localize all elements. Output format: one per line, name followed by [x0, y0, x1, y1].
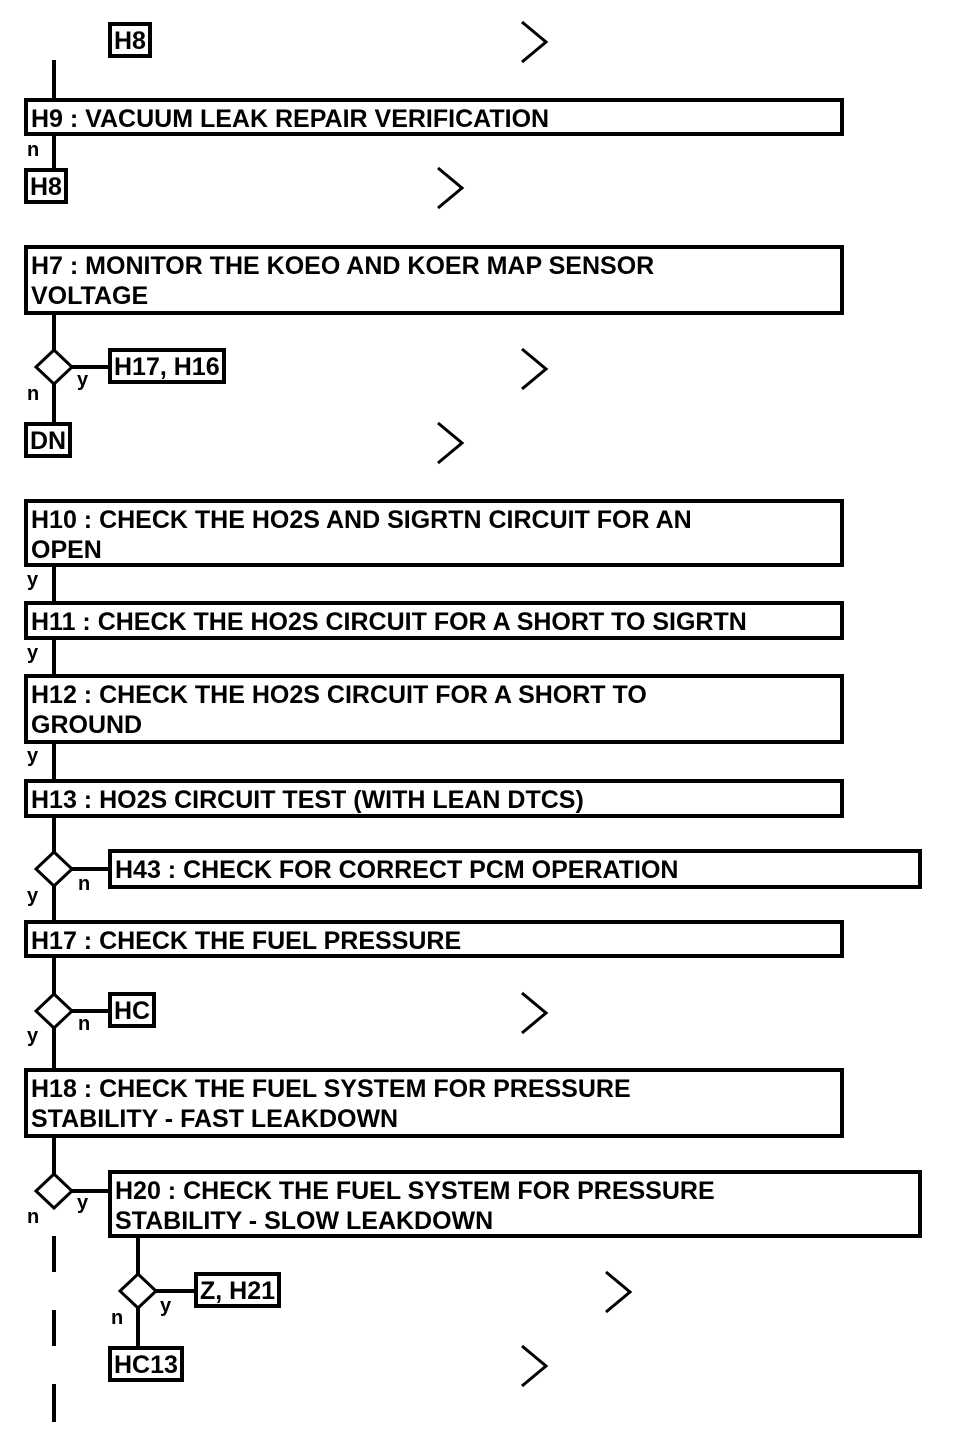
step-h10-title-line2: OPEN [31, 536, 102, 564]
step-h12: H12 : CHECK THE HO2S CIRCUIT FOR A SHORT… [24, 674, 844, 744]
step-h11: H11 : CHECK THE HO2S CIRCUIT FOR A SHORT… [24, 601, 844, 640]
decision-diamond-h20 [117, 1271, 159, 1311]
label-no-h9: n [27, 139, 40, 161]
step-h20-title-line1: H20 : CHECK THE FUEL SYSTEM FOR PRESSURE [115, 1177, 715, 1205]
decision-diamond-h18 [33, 1171, 75, 1211]
label-no-h20: n [111, 1307, 124, 1329]
ref-top-h8: H8 [108, 22, 152, 58]
step-h18-title-line2: STABILITY - FAST LEAKDOWN [31, 1105, 399, 1133]
step-h7: H7 : MONITOR THE KOEO AND KOER MAP SENSO… [24, 245, 844, 315]
step-h7-title-line2: VOLTAGE [31, 282, 149, 310]
ref-h7-no-dn: DN [24, 422, 73, 458]
step-h10-title-line1: H10 : CHECK THE HO2S AND SIGRTN CIRCUIT … [31, 506, 692, 534]
decision-diamond-h7 [33, 347, 75, 387]
step-h20: H20 : CHECK THE FUEL SYSTEM FOR PRESSURE… [108, 1170, 922, 1238]
decision-diamond-h13 [33, 849, 75, 889]
step-h18-title-line1: H18 : CHECK THE FUEL SYSTEM FOR PRESSURE [31, 1075, 631, 1103]
chevron-icon [521, 991, 549, 1035]
chevron-icon [521, 20, 549, 64]
chevron-icon [521, 1344, 549, 1388]
label-no-h13: n [78, 873, 91, 895]
chevron-icon [437, 166, 465, 210]
step-h13-title: H13 : HO2S CIRCUIT TEST (WITH LEAN DTCS) [31, 786, 584, 814]
chevron-icon [521, 347, 549, 391]
step-h10: H10 : CHECK THE HO2S AND SIGRTN CIRCUIT … [24, 499, 844, 567]
ref-h20-yes: Z, H21 [194, 1272, 282, 1308]
chevron-icon [437, 421, 465, 465]
label-yes-h11: y [27, 642, 39, 664]
step-h17: H17 : CHECK THE FUEL PRESSURE [24, 920, 844, 958]
chevron-icon [605, 1270, 633, 1314]
step-h9-title: H9 : VACUUM LEAK REPAIR VERIFICATION [31, 105, 550, 133]
step-h9: H9 : VACUUM LEAK REPAIR VERIFICATION [24, 98, 844, 136]
label-yes-h10: y [27, 569, 39, 591]
label-yes-h12: y [27, 745, 39, 767]
label-no-h17: n [78, 1013, 91, 1035]
label-yes-h17: y [27, 1025, 39, 1047]
label-no-h7: n [27, 383, 40, 405]
label-yes-h20: y [160, 1295, 172, 1317]
step-h12-title-line1: H12 : CHECK THE HO2S CIRCUIT FOR A SHORT… [31, 681, 647, 709]
step-h12-title-line2: GROUND [31, 711, 143, 739]
ref-h7-yes: H17, H16 [108, 348, 226, 384]
label-no-h18: n [27, 1206, 40, 1228]
step-h17-title: H17 : CHECK THE FUEL PRESSURE [31, 927, 462, 955]
label-yes-h13: y [27, 885, 39, 907]
ref-h20-no: HC13 [108, 1346, 184, 1382]
step-h43: H43 : CHECK FOR CORRECT PCM OPERATION [108, 849, 922, 889]
step-h20-title-line2: STABILITY - SLOW LEAKDOWN [115, 1207, 494, 1235]
label-yes-h18: y [77, 1192, 89, 1214]
step-h18: H18 : CHECK THE FUEL SYSTEM FOR PRESSURE… [24, 1068, 844, 1138]
decision-diamond-h17 [33, 991, 75, 1031]
step-h43-title: H43 : CHECK FOR CORRECT PCM OPERATION [115, 856, 679, 884]
label-yes-h7: y [77, 369, 89, 391]
step-h13: H13 : HO2S CIRCUIT TEST (WITH LEAN DTCS) [24, 779, 844, 818]
ref-h17-no: HC [108, 992, 157, 1028]
ref-h9-no-h8: H8 [24, 168, 68, 204]
step-h11-title: H11 : CHECK THE HO2S CIRCUIT FOR A SHORT… [31, 608, 747, 636]
step-h7-title-line1: H7 : MONITOR THE KOEO AND KOER MAP SENSO… [31, 252, 655, 280]
